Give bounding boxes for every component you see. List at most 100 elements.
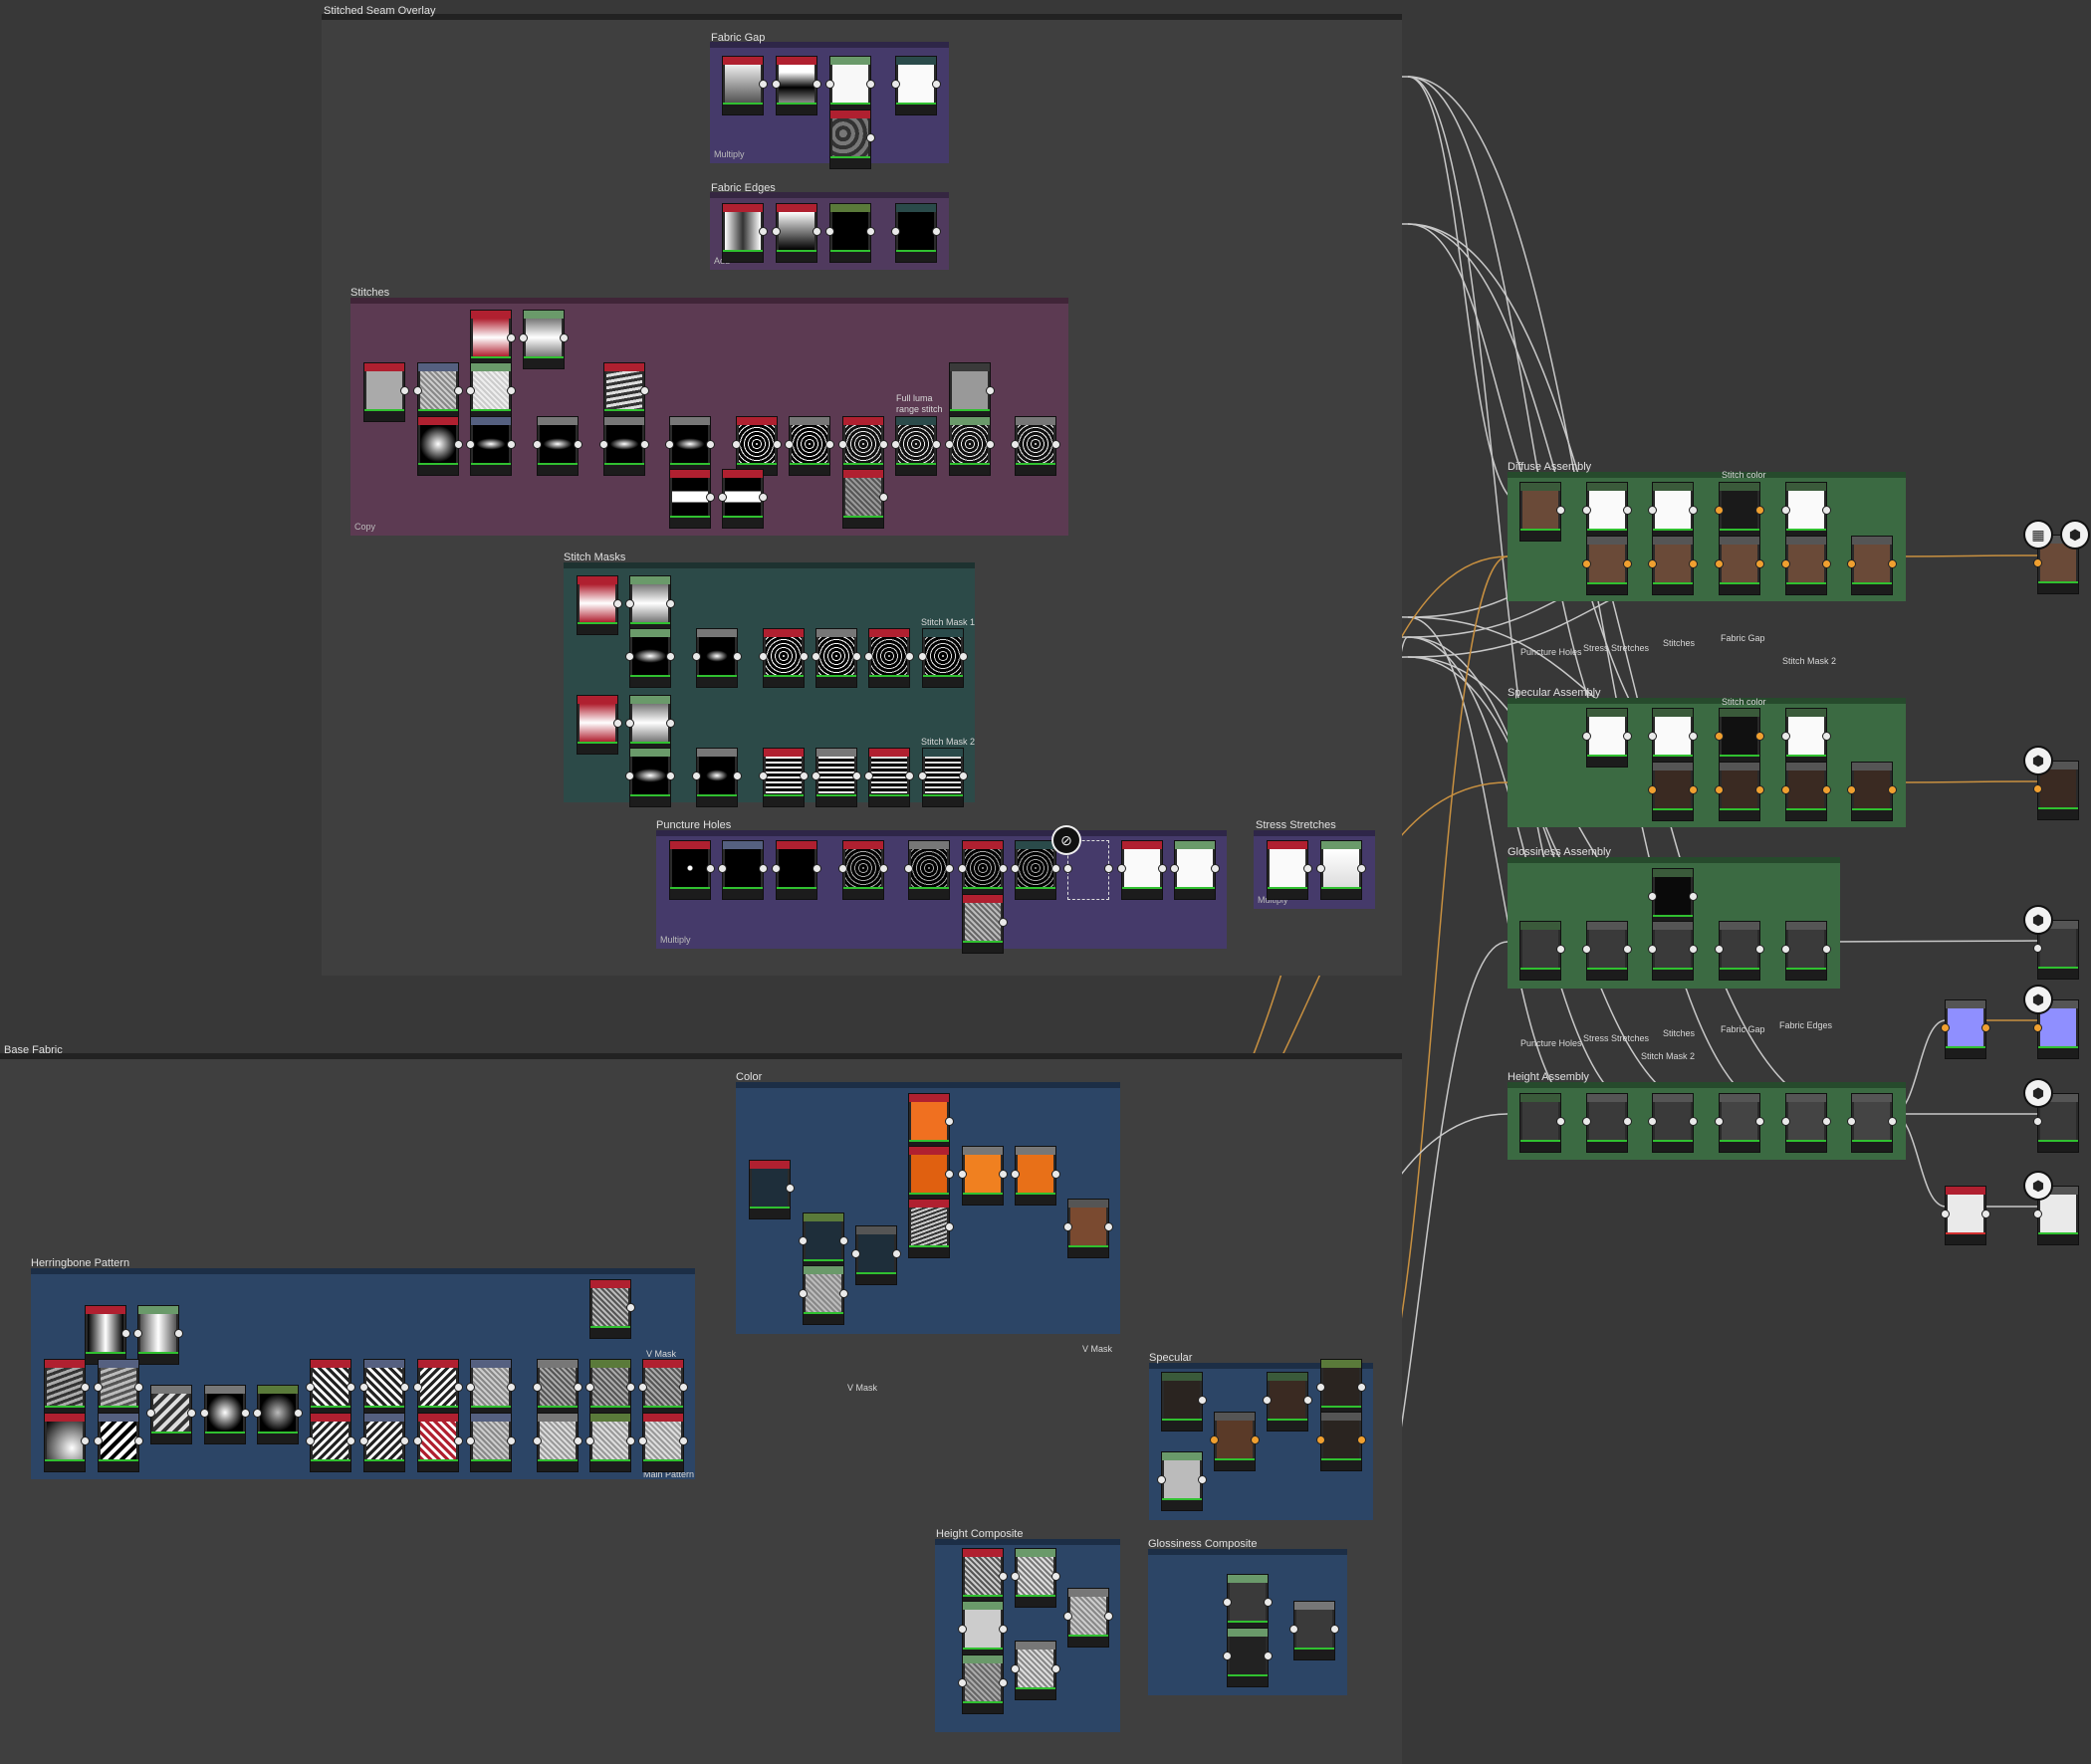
- graph-node[interactable]: [1942, 1187, 1989, 1244]
- graph-node[interactable]: [1782, 709, 1830, 767]
- graph-node[interactable]: [307, 1414, 354, 1471]
- graph-node[interactable]: [800, 1213, 847, 1271]
- graph-node[interactable]: [919, 749, 967, 806]
- graph-node[interactable]: [1317, 1413, 1365, 1470]
- graph-node[interactable]: [1224, 1629, 1272, 1686]
- graph-node[interactable]: [1171, 841, 1219, 899]
- graph-node[interactable]: [364, 363, 408, 421]
- graph-node[interactable]: [1224, 1575, 1272, 1633]
- graph-node[interactable]: [963, 895, 1007, 953]
- graph-node[interactable]: [719, 470, 767, 528]
- graph-node[interactable]: [963, 1549, 1007, 1607]
- graph-node[interactable]: [534, 1360, 581, 1418]
- graph-node[interactable]: [865, 629, 913, 687]
- graph-node[interactable]: [826, 57, 874, 114]
- graph-node[interactable]: [1782, 1094, 1830, 1152]
- graph-node[interactable]: [1649, 537, 1697, 594]
- graph-node[interactable]: [578, 576, 621, 634]
- graph-node[interactable]: [1716, 483, 1763, 541]
- graph-node[interactable]: [534, 417, 581, 475]
- graph-node[interactable]: [959, 841, 1007, 899]
- graph-node[interactable]: [201, 1386, 249, 1443]
- graph-node[interactable]: [467, 417, 515, 475]
- graph-node[interactable]: [1649, 709, 1697, 767]
- graph-node[interactable]: [750, 1161, 794, 1218]
- graph-node[interactable]: [826, 204, 874, 262]
- graph-node[interactable]: [1520, 922, 1564, 980]
- graph-node[interactable]: [1583, 537, 1631, 594]
- graph-node[interactable]: [719, 841, 767, 899]
- graph-node[interactable]: [1158, 1452, 1206, 1510]
- graph-node[interactable]: [1583, 1094, 1631, 1152]
- graph-node[interactable]: [600, 417, 648, 475]
- graph-node[interactable]: [586, 1414, 634, 1471]
- graph-node[interactable]: [1012, 1549, 1059, 1607]
- graph-node[interactable]: [45, 1360, 89, 1418]
- graph-node[interactable]: [773, 204, 820, 262]
- graph-node[interactable]: [1211, 1413, 1259, 1470]
- graph-node[interactable]: [1012, 841, 1059, 899]
- frame-diffuse-assembly[interactable]: Diffuse Assembly: [1508, 461, 1906, 601]
- graph-node[interactable]: [626, 696, 674, 754]
- graph-node[interactable]: [1716, 709, 1763, 767]
- graph-node[interactable]: [1290, 1602, 1338, 1659]
- graph-node[interactable]: [892, 57, 940, 114]
- graph-node[interactable]: [1649, 1094, 1697, 1152]
- graph-node[interactable]: [909, 1200, 953, 1257]
- graph-node[interactable]: [1118, 841, 1166, 899]
- graph-node[interactable]: [604, 363, 648, 421]
- graph-node[interactable]: [1716, 922, 1763, 980]
- graph-node[interactable]: [360, 1414, 408, 1471]
- graph-node[interactable]: [830, 110, 874, 168]
- graph-node[interactable]: [1848, 1094, 1896, 1152]
- graph-node[interactable]: [1012, 1147, 1059, 1205]
- graph-node[interactable]: [1317, 841, 1365, 899]
- graph-node[interactable]: [1649, 763, 1697, 820]
- graph-node[interactable]: [786, 417, 833, 475]
- graph-node[interactable]: [147, 1386, 195, 1443]
- graph-node[interactable]: [670, 841, 714, 899]
- graph-node[interactable]: [1520, 1094, 1564, 1152]
- cube-icon[interactable]: ⬢: [2025, 907, 2051, 933]
- graph-node[interactable]: [471, 311, 515, 368]
- graph-node[interactable]: [1583, 483, 1631, 541]
- graph-node[interactable]: [723, 57, 767, 114]
- graph-node[interactable]: [813, 749, 860, 806]
- graph-node[interactable]: [1583, 922, 1631, 980]
- graph-node[interactable]: [905, 841, 953, 899]
- graph-node[interactable]: [892, 417, 940, 475]
- graph-node[interactable]: [1064, 1589, 1112, 1647]
- graph-node[interactable]: [95, 1360, 142, 1418]
- graph-node[interactable]: [813, 629, 860, 687]
- graph-node[interactable]: [919, 629, 967, 687]
- graph-node[interactable]: [1782, 483, 1830, 541]
- graph-node[interactable]: [773, 841, 820, 899]
- graph-node[interactable]: [254, 1386, 302, 1443]
- graph-node[interactable]: [852, 1226, 900, 1284]
- graph-node[interactable]: [626, 576, 674, 634]
- graph-node[interactable]: [467, 1360, 515, 1418]
- output-node[interactable]: [2034, 1094, 2078, 1152]
- output-node[interactable]: [2034, 1000, 2078, 1058]
- graph-node[interactable]: [1782, 922, 1830, 980]
- graph-node[interactable]: [95, 1414, 142, 1471]
- graph-node[interactable]: [1162, 1373, 1206, 1431]
- cube-icon[interactable]: ⬢: [2062, 522, 2088, 548]
- graph-node[interactable]: [1317, 1360, 1365, 1418]
- graph-node[interactable]: [959, 1655, 1007, 1713]
- graph-node[interactable]: [307, 1360, 354, 1418]
- graph-node[interactable]: [1782, 763, 1830, 820]
- graph-node[interactable]: [1583, 709, 1631, 767]
- graph-node[interactable]: [1942, 1000, 1989, 1058]
- graph-node[interactable]: [639, 1414, 687, 1471]
- graph-node[interactable]: [134, 1306, 182, 1364]
- cube-icon[interactable]: ⬢: [2025, 987, 2051, 1012]
- graph-node[interactable]: [414, 1414, 462, 1471]
- graph-node[interactable]: [520, 311, 568, 368]
- graph-node[interactable]: [1649, 483, 1697, 541]
- graph-node[interactable]: [418, 417, 462, 475]
- checker-cube-icon[interactable]: ▦: [2025, 522, 2051, 548]
- graph-node[interactable]: [1649, 922, 1697, 980]
- graph-node[interactable]: [467, 363, 515, 421]
- graph-node[interactable]: [360, 1360, 408, 1418]
